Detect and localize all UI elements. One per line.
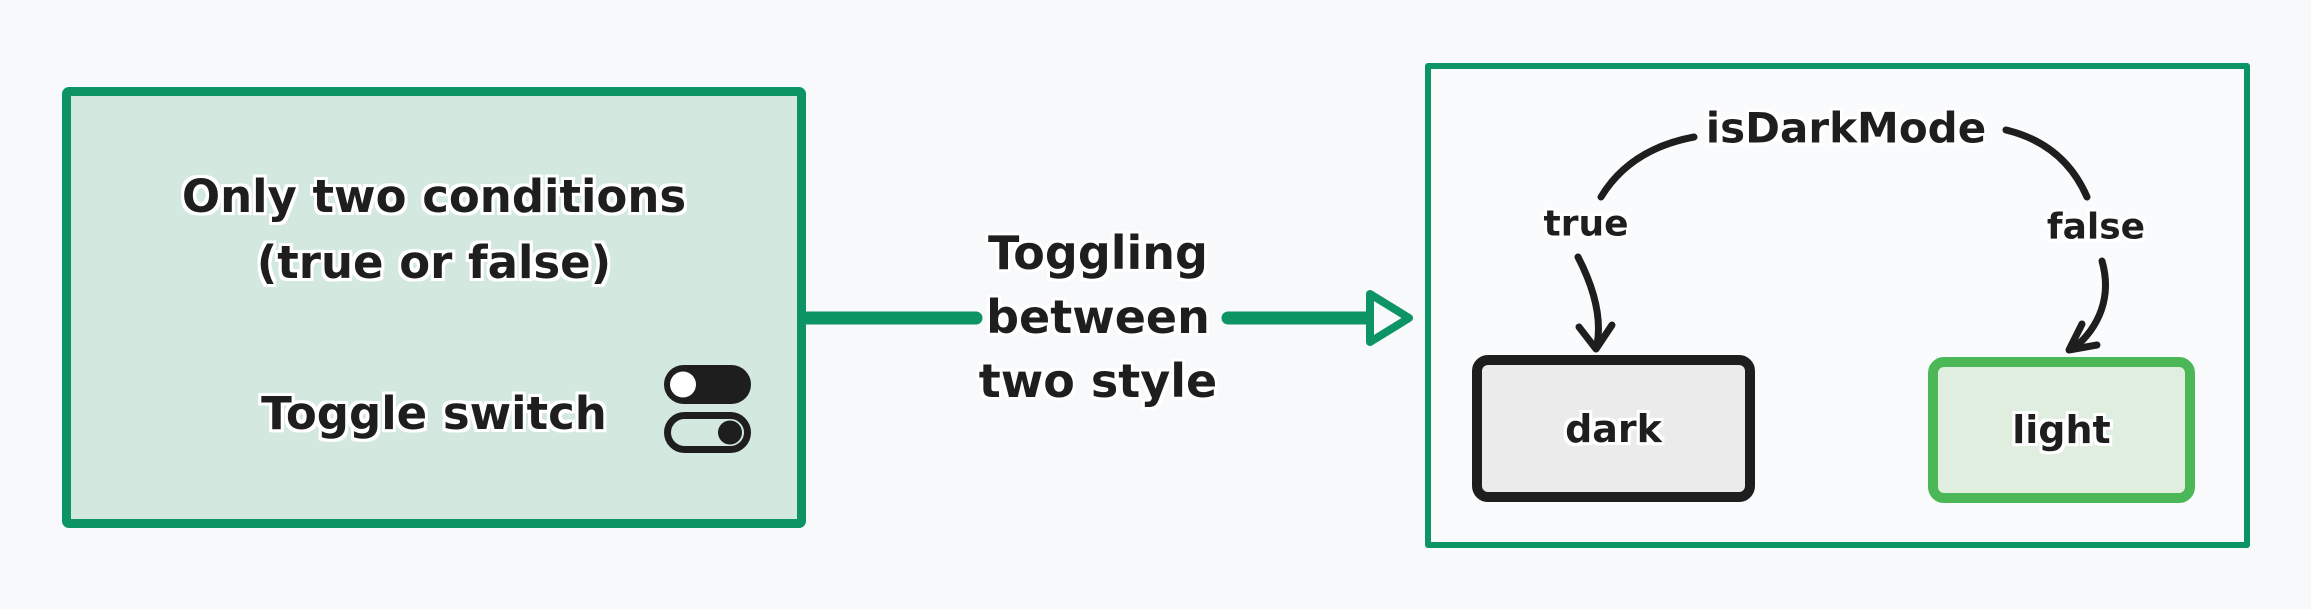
isdarkmode-title: isDarkMode [1705,103,1987,153]
dark-result-box: dark [1472,355,1755,502]
connector-label-line2: between [986,290,1210,344]
light-result-box: light [1928,357,2195,503]
connector-label-line3: two style [978,354,1218,408]
toggle-on-knob [670,371,696,398]
false-branch-label: false [2046,206,2146,248]
toggle-switch-label: Toggle switch [261,387,607,440]
connector-label: Toggling between two style [958,221,1238,413]
conditions-panel: Only two conditions (true or false) Togg… [62,87,806,528]
dark-result-label: dark [1565,406,1662,451]
true-branch-label: true [1543,203,1629,245]
toggle-off-knob [718,420,742,445]
conditions-line1: Only two conditions [181,170,687,223]
light-result-label: light [2012,408,2111,452]
conditions-line2: (true or false) [256,236,612,289]
flow-arrow-head [1366,290,1413,346]
toggle-switches-icon [664,365,751,453]
connector-label-line1: Toggling [988,226,1208,280]
conditions-text: Only two conditions (true or false) [71,164,797,296]
toggle-off-track [664,412,751,453]
